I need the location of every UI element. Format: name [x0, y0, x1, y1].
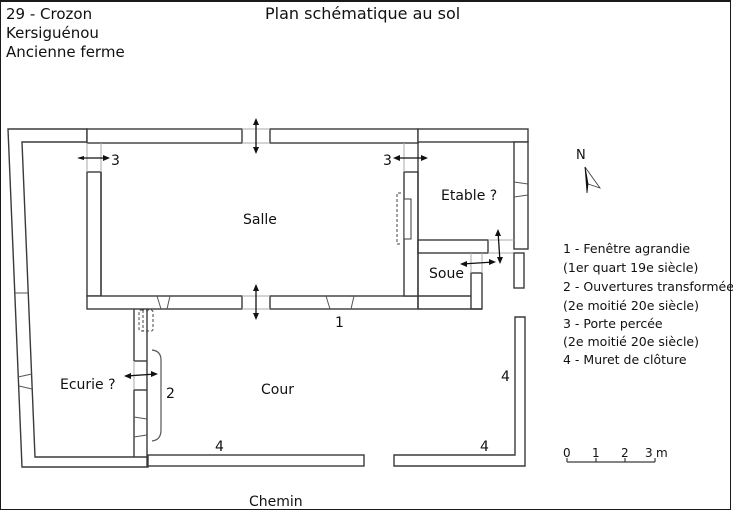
room-label-ecurie: Ecurie ?	[60, 377, 116, 393]
marker-1: 1	[335, 315, 344, 331]
door-arrow-soue	[460, 259, 496, 267]
location-line-2: Kersiguénou	[6, 24, 99, 42]
marker-3-right: 3	[383, 153, 392, 169]
compass-label: N	[576, 148, 586, 163]
location-line-3: Ancienne ferme	[6, 43, 125, 61]
marker-4-east: 4	[501, 369, 510, 385]
door-arrow-salle-south	[253, 284, 259, 320]
door-arrow-etable	[495, 229, 503, 264]
door-arrow-right	[393, 155, 428, 161]
marker-4-south-right: 4	[480, 439, 489, 455]
marker-2: 2	[166, 386, 175, 402]
north-arrow-icon: N	[576, 148, 602, 194]
legend: 1 - Fenêtre agrandie (1er quart 19e sièc…	[563, 241, 733, 367]
marker-3-left: 3	[111, 153, 120, 169]
etable-soue-walls	[417, 128, 529, 310]
scale-bar: 0 1 2 3 m	[563, 446, 668, 463]
location-line-1: 29 - Crozon	[6, 5, 92, 23]
legend-item: 1 - Fenêtre agrandie	[563, 241, 690, 256]
ecurie-east-wall	[133, 309, 162, 467]
scale-unit: m	[656, 446, 668, 460]
muret-cloture	[147, 316, 526, 467]
legend-item: (1er quart 19e siècle)	[563, 260, 698, 275]
door-arrow-ecurie	[124, 371, 158, 379]
scale-tick-1: 1	[592, 446, 600, 460]
room-label-soue: Soue	[429, 266, 464, 282]
room-label-etable: Etable ?	[441, 188, 497, 204]
marker-4-south-left: 4	[215, 439, 224, 455]
legend-item: 2 - Ouvertures transformées	[563, 279, 733, 294]
door-arrow-salle-north	[253, 118, 259, 154]
room-label-salle: Salle	[243, 212, 277, 228]
plan-title: Plan schématique au sol	[265, 4, 460, 23]
scale-tick-3: 3	[645, 446, 653, 460]
scale-tick-2: 2	[621, 446, 629, 460]
label-chemin: Chemin	[249, 494, 303, 510]
scale-tick-0: 0	[563, 446, 571, 460]
legend-item: (2e moitié 20e siècle)	[563, 298, 699, 313]
legend-item: (2e moitié 20e siècle)	[563, 334, 699, 349]
legend-item: 4 - Muret de clôture	[563, 352, 687, 367]
legend-item: 3 - Porte percée	[563, 316, 663, 331]
room-label-cour: Cour	[261, 382, 294, 398]
door-arrow-left	[77, 155, 110, 161]
